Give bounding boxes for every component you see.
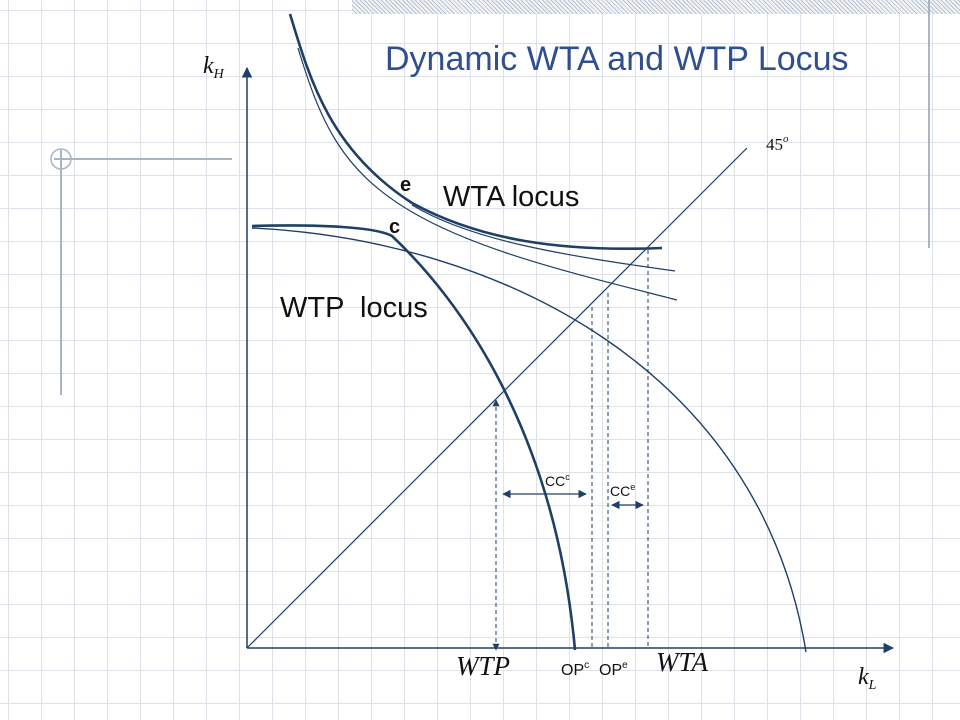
wta-locus-curve [288,13,663,251]
y-axis-label: kH [203,53,225,82]
page-title: Dynamic WTA and WTP Locus [385,40,849,78]
wta-tick-label: WTA [656,647,709,677]
cc-c-label: CCc [545,472,570,489]
45-degree-line [246,147,748,649]
angle-label: 45o [766,133,789,154]
decorative-rule [928,0,930,248]
op-e-label: OPe [599,660,628,679]
tangent-curve-upper [297,47,678,301]
wtp-locus-label: WTP locus [280,292,428,324]
tangent-curve-lower [411,204,676,272]
wtp-locus-curve [251,224,577,651]
op-c-label: OPc [561,660,589,679]
outer-concave-curve [251,227,807,653]
decorative-strip [352,0,960,14]
wta-locus-label: WTA locus [443,181,579,213]
point-c-label: c [389,216,400,238]
wtp-tick-label: WTP [456,651,510,681]
point-e-label: e [400,174,411,196]
x-axis-label: kL [858,664,877,693]
decorative-rule [54,158,232,160]
decorative-rule [60,150,62,395]
cc-e-label: CCe [610,482,635,499]
